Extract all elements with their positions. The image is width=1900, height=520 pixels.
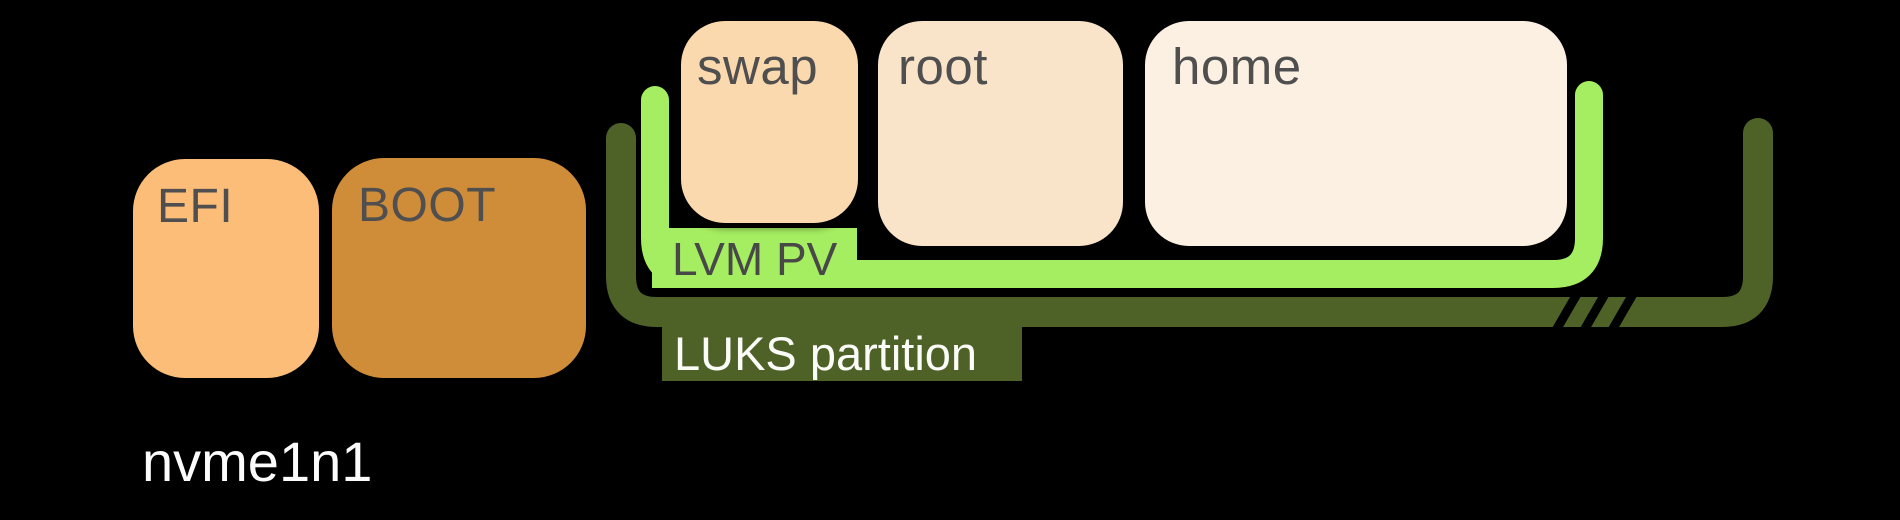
lvm-pv-container (641, 81, 1603, 288)
luks-partition-outline (606, 118, 1773, 327)
lv-label-swap: swap (697, 38, 819, 95)
lvm-pv-label: LVM PV (672, 233, 838, 285)
hatch-line (1551, 291, 1581, 335)
lv-box-swap: swap (681, 21, 858, 223)
lv-label-root: root (898, 38, 988, 95)
hatch-line (1579, 291, 1609, 335)
disk-name-label: nvme1n1 (142, 430, 373, 493)
lv-box-home: home (1145, 21, 1567, 246)
hatch-line (1607, 291, 1637, 335)
partition-box-boot: BOOT (332, 158, 586, 378)
partition-label-boot: BOOT (358, 179, 497, 232)
partition-label-efi: EFI (157, 180, 234, 233)
lv-label-home: home (1172, 38, 1302, 95)
luks-partition-label: LUKS partition (674, 327, 978, 380)
lvm-label-tab (652, 228, 857, 288)
lv-box-root: root (878, 21, 1123, 246)
partition-box-efi: EFI (133, 159, 319, 378)
luks-label-tab (662, 297, 1022, 381)
luks-partition-container (606, 118, 1773, 381)
truncation-hatch-icon (1551, 291, 1637, 335)
